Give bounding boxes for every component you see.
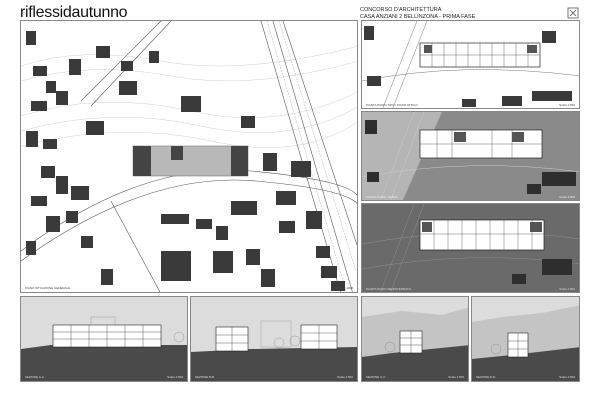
section-d-caption: SEZIONE D-D xyxy=(476,375,496,379)
crest-logo-icon xyxy=(566,6,580,20)
section-b-drawing xyxy=(191,297,357,381)
section-a-panel: SEZIONE A-A Scala 1:500 xyxy=(20,296,188,382)
section-b-caption: SEZIONE B-B xyxy=(195,375,215,379)
site-plan-drawing xyxy=(21,21,357,292)
section-c-panel: SEZIONE C-C Scala 1:500 xyxy=(361,296,469,382)
header-line-1: CONCORSO D'ARCHITETTURA xyxy=(360,7,442,13)
plan-basement-panel: PIANTA PIANO SEMINTERRATO Scala 1:500 xyxy=(361,203,580,293)
plan-2-caption: PIANTA PIANO TERRA xyxy=(366,195,398,199)
header-line-2: CASA ANZIANI 2 BELLINZONA - PRIMA FASE xyxy=(360,13,476,20)
plan-3-caption: PIANTA PIANO SEMINTERRATO xyxy=(366,287,412,291)
plan-basement-drawing xyxy=(362,204,579,292)
plan-1-scale: Scala 1:500 xyxy=(559,103,575,107)
section-b-panel: SEZIONE B-B Scala 1:500 xyxy=(190,296,358,382)
section-a-scale: Scala 1:500 xyxy=(167,375,183,379)
section-c-caption: SEZIONE C-C xyxy=(366,375,386,379)
section-d-panel: SEZIONE D-D Scala 1:500 xyxy=(471,296,580,382)
plan-1-caption: PIANTA PIANO TIPO / PIANO ATTICO xyxy=(366,103,418,107)
site-plan-caption: PIANO SITUAZIONE GENERALE xyxy=(25,286,71,290)
site-plan-scale: Scala 1:1000 xyxy=(335,286,353,290)
plan-ground-floor-panel: PIANTA PIANO TERRA Scala 1:500 xyxy=(361,111,580,201)
section-c-drawing xyxy=(362,297,468,381)
plan-typical-floor-drawing xyxy=(362,21,579,108)
section-c-scale: Scala 1:500 xyxy=(448,375,464,379)
plan-ground-floor-drawing xyxy=(362,112,579,200)
plan-typical-floor-panel: PIANTA PIANO TIPO / PIANO ATTICO Scala 1… xyxy=(361,20,580,109)
project-building xyxy=(132,145,249,177)
project-title: riflessidautunno xyxy=(20,4,128,21)
section-a-caption: SEZIONE A-A xyxy=(25,375,44,379)
competition-header: CONCORSO D'ARCHITETTURA CASA ANZIANI 2 B… xyxy=(360,7,475,20)
section-d-scale: Scala 1:500 xyxy=(559,375,575,379)
plan-2-scale: Scala 1:500 xyxy=(559,195,575,199)
site-plan-panel: PIANO SITUAZIONE GENERALE Scala 1:1000 xyxy=(20,20,358,293)
section-a-drawing xyxy=(21,297,187,381)
section-b-scale: Scala 1:500 xyxy=(337,375,353,379)
plan-3-scale: Scala 1:500 xyxy=(559,287,575,291)
section-d-drawing xyxy=(472,297,579,381)
